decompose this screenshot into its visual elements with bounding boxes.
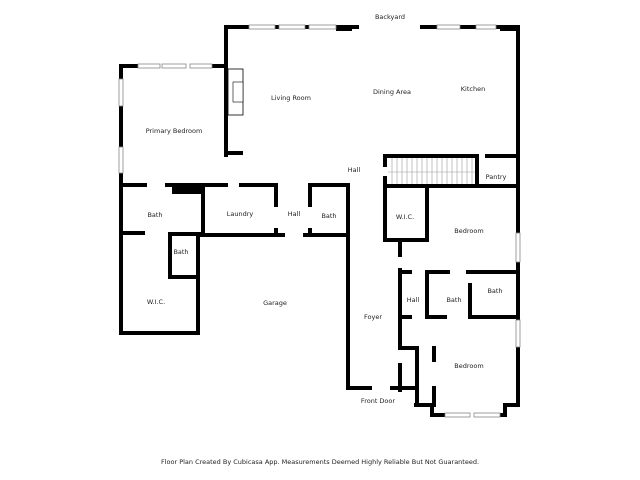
label-bath-primary-small: Bath (173, 248, 188, 256)
label-laundry: Laundry (227, 210, 254, 218)
label-wic-primary: W.I.C. (147, 298, 165, 306)
label-pantry: Pantry (486, 173, 507, 181)
stairs (388, 158, 475, 185)
label-bath-right-1: Bath (446, 296, 461, 304)
label-bath-right-2: Bath (487, 287, 502, 295)
label-backyard: Backyard (375, 13, 405, 21)
label-kitchen: Kitchen (461, 85, 485, 93)
label-bedroom-lower: Bedroom (454, 362, 483, 370)
label-hall-main: Hall (348, 166, 361, 174)
footer-disclaimer: Floor Plan Created By Cubicasa App. Meas… (160, 458, 480, 466)
walls (119, 25, 520, 417)
room-labels: Backyard Living Room Dining Area Kitchen… (146, 13, 507, 405)
label-wic-right: W.I.C. (396, 213, 414, 221)
label-dining-area: Dining Area (373, 88, 411, 96)
label-foyer: Foyer (364, 313, 382, 321)
label-garage: Garage (263, 299, 287, 307)
label-bedroom-upper: Bedroom (454, 227, 483, 235)
label-bath-primary: Bath (147, 211, 162, 219)
label-hall-small: Hall (288, 210, 301, 218)
label-primary-bedroom: Primary Bedroom (146, 127, 203, 135)
label-bath-hall: Bath (321, 212, 336, 220)
windows (118, 24, 521, 418)
label-hall-right: Hall (407, 296, 420, 304)
label-front-door: Front Door (361, 397, 395, 405)
label-living-room: Living Room (271, 94, 311, 102)
